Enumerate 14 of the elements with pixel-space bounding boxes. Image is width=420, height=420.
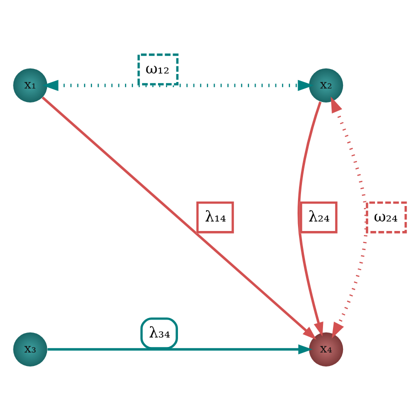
edge-label: λ₃₄: [148, 324, 170, 342]
edge-label: ω₁₂: [146, 60, 170, 78]
node-circle: x₄: [309, 332, 344, 366]
edge-label: λ₁₄: [204, 208, 226, 226]
node-circle: x₁: [13, 68, 48, 102]
arrow: [42, 96, 316, 340]
arrow: [298, 101, 324, 336]
arrow: [330, 96, 368, 338]
node-circle: x₃: [13, 332, 48, 366]
arrow: [48, 344, 312, 354]
node-circle: x₂: [309, 68, 344, 102]
arrow: [42, 80, 314, 91]
edge-label: λ₂₄: [308, 208, 330, 226]
edge-label: ω₂₄: [374, 208, 398, 226]
